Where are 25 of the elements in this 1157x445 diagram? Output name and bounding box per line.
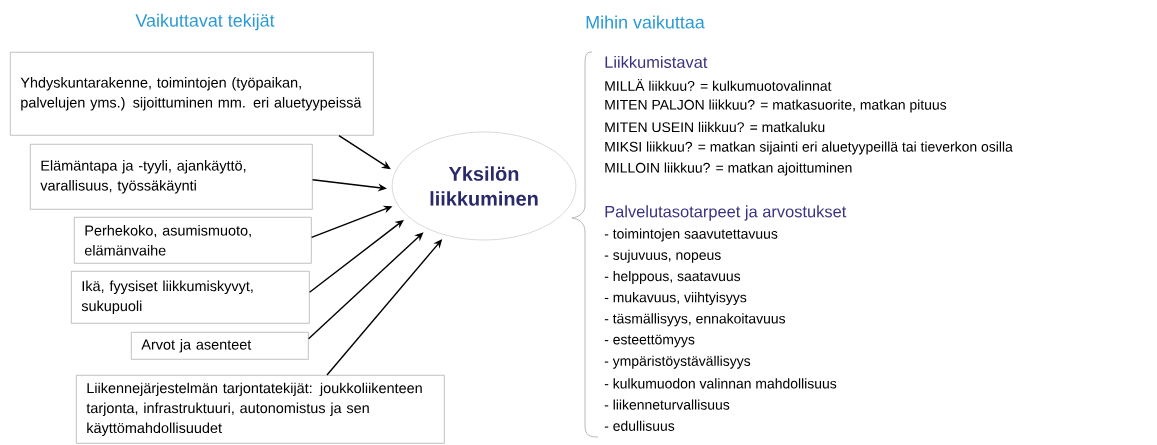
factor-box: Arvot ja asenteet [131, 332, 309, 360]
text-line: MITEN PALJON liikkuu? = matkasuorite, matkan pituus [605, 99, 947, 113]
text-line: - esteettömyys [604, 334, 695, 348]
factor-box: Elämäntapa ja -tyyli, ajankäyttö, varallisuus, työssäkäynti [30, 144, 313, 210]
heading: Vaikuttavat tekijät [135, 13, 275, 31]
text-line: - toimintojen saavutettavuus [604, 228, 778, 242]
text-line: - liikenneturvallisuus [604, 399, 730, 410]
text-line: MILLOIN liikkuu? = matkan ajoittuminen [605, 162, 852, 176]
heading: Mihin vaikuttaa [586, 15, 705, 29]
text-line: - edullisuus [604, 420, 675, 431]
text-line: MITEN USEIN liikkuu? = matkaluku [605, 121, 825, 133]
text-line: - ympäristöystävällisyys [604, 355, 751, 369]
text-line: - mukavuus, viihtyisyys [604, 292, 747, 306]
factor-box: Ikä, fyysiset liikkumiskyvyt, sukupuoli [71, 271, 310, 324]
text-line: MIKSI liikkuu? = matkan sijainti eri aluetyypeillä tai tieverkon osilla [605, 141, 1013, 155]
text-line: MILLÄ liikkuu? = kulkumuotovalinnat [605, 79, 832, 91]
text-line: - täsmällisyys, ennakoitavuus [604, 313, 786, 327]
factor-box: Liikennejärjestelmän tarjontatekijät: joukkoliikenteen tarjonta, infrastruktuuri, autonomistus ja sen käyttömahdollisuudet [76, 375, 445, 444]
text-line: - sujuvuus, nopeus [604, 249, 721, 263]
subheading: Liikkumistavat [605, 55, 708, 69]
factor-box: Yhdyskuntarakenne, toimintojen (työpaikan, palvelujen yms.) sijoittuminen mm. eri aluetyypeissä [10, 52, 374, 136]
factor-box: Perhekoko, asumismuoto, elämänvaihe [74, 217, 312, 264]
text-line: - helppous, saatavuus [604, 270, 741, 284]
subheading: Palvelutasotarpeet ja arvostukset [605, 205, 847, 221]
text-line: - kulkumuodon valinnan mahdollisuus [604, 378, 837, 389]
